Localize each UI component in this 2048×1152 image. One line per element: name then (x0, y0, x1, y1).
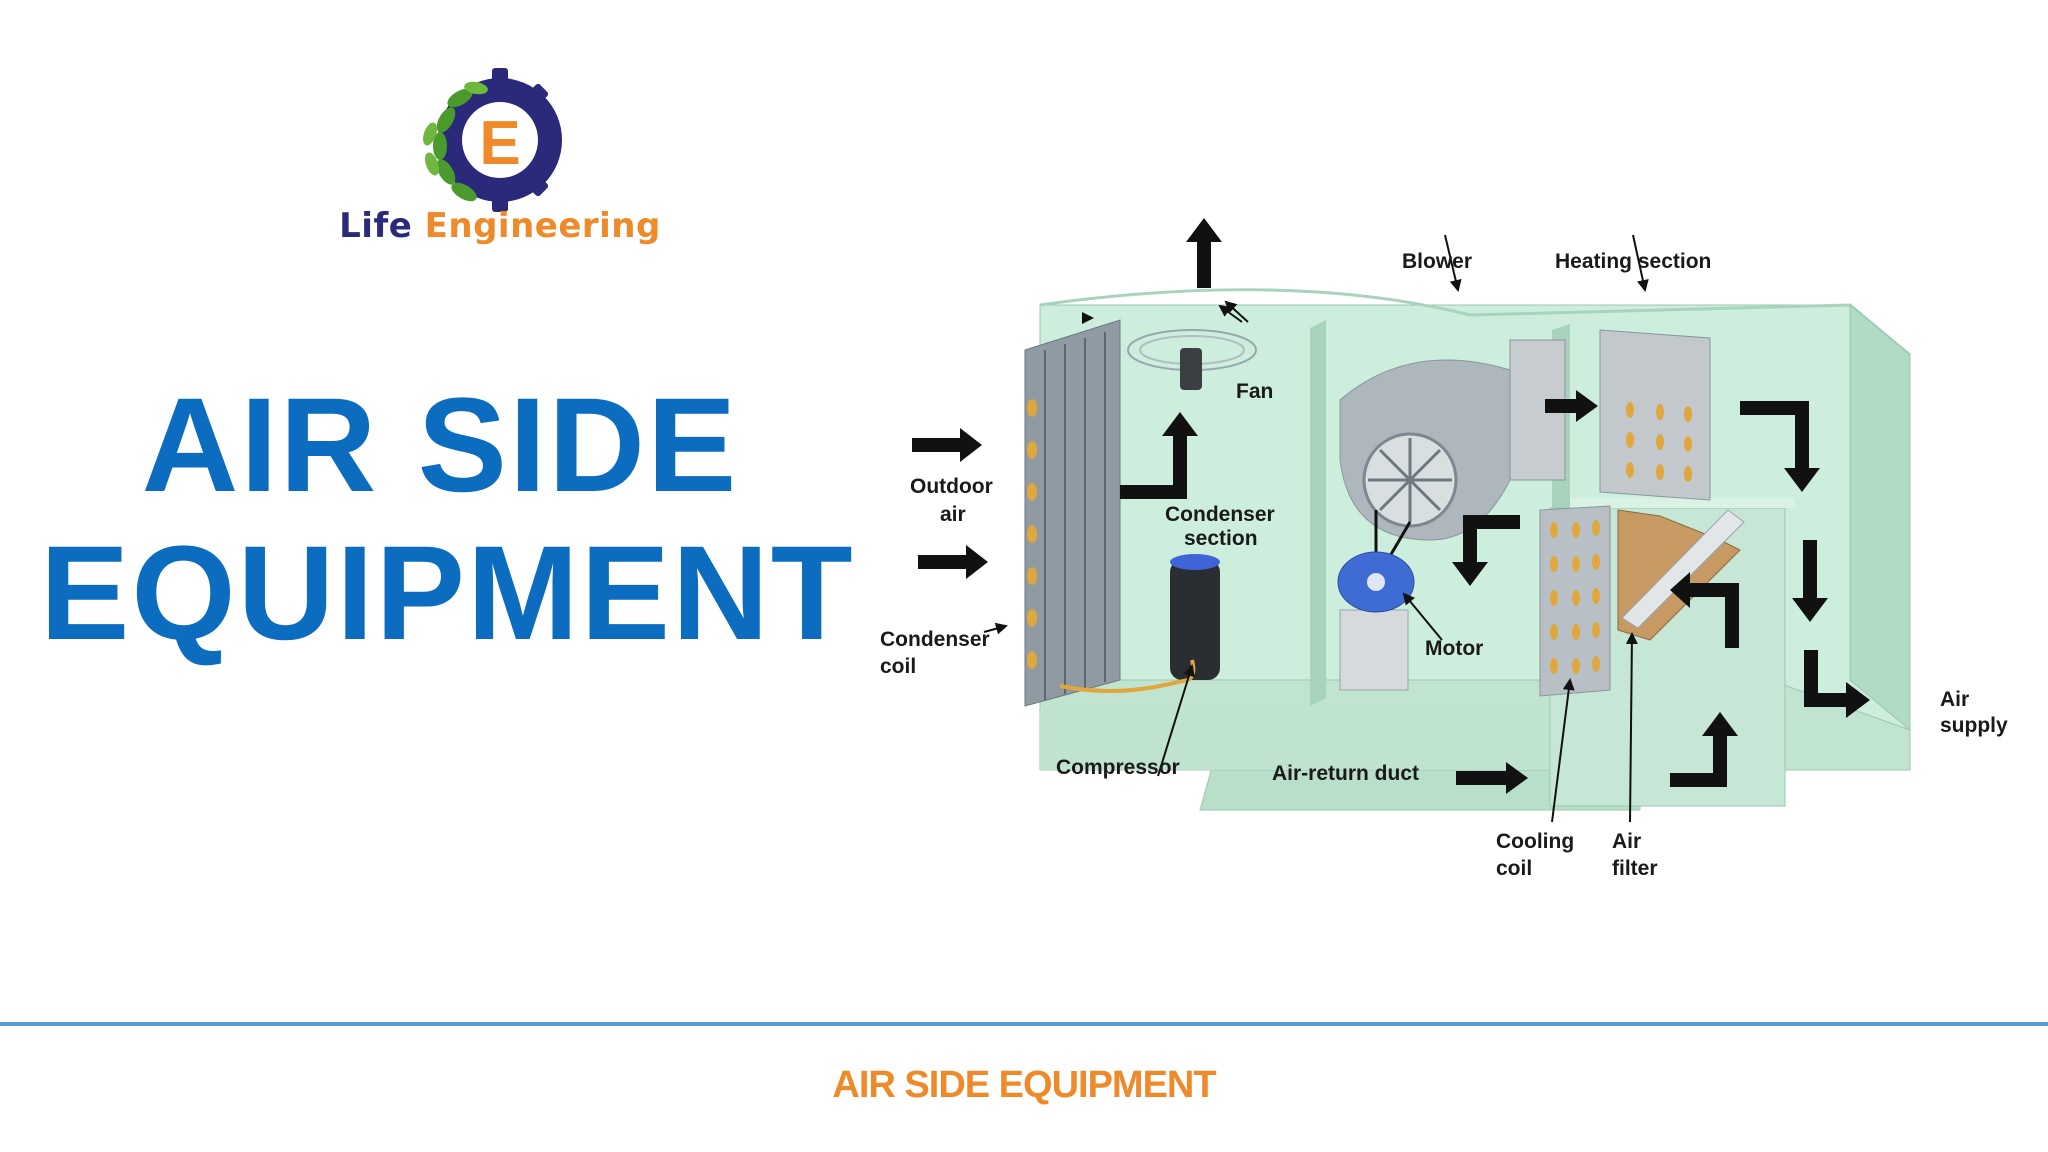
label-air-supply-line1: Air (1940, 688, 1969, 711)
rooftop-unit-illustration: Blower Heating section Fan Outdoor air C… (880, 218, 2008, 880)
label-blower: Blower (1402, 250, 1472, 273)
label-air-supply-line2: supply (1940, 714, 2008, 737)
label-outdoor-air-line1: Outdoor (910, 475, 993, 498)
label-condenser-section-line2: section (1184, 527, 1258, 550)
condenser-coil-shape (1024, 319, 1121, 707)
label-heating-section: Heating section (1555, 250, 1711, 273)
title-line-2: EQUIPMENT (40, 519, 855, 668)
title-line-1: AIR SIDE (141, 371, 739, 520)
partition-1 (1310, 320, 1326, 706)
footer-title: AIR SIDE EQUIPMENT (832, 1064, 1216, 1106)
compressor-shape (1170, 560, 1220, 680)
airflow-arrows (912, 240, 1850, 787)
label-condenser-coil-line1: Condenser (880, 628, 990, 651)
label-air-return-duct: Air-return duct (1272, 762, 1419, 785)
logo-word-life: Life (339, 206, 413, 246)
label-outdoor-air-line2: air (940, 503, 966, 526)
label-air-filter-line1: Air (1612, 830, 1641, 853)
label-cooling-coil-line1: Cooling (1496, 830, 1574, 853)
label-motor: Motor (1425, 637, 1483, 660)
page-title: AIR SIDE EQUIPMENT (40, 371, 855, 668)
label-condenser-coil-line2: coil (880, 655, 916, 678)
label-air-filter-line2: filter (1612, 857, 1658, 880)
heating-section-shape (1599, 329, 1711, 501)
logo-word-engineering: Engineering (424, 206, 661, 246)
logo-wordmark: Life Engineering (330, 206, 670, 246)
gear-leaf-logo-icon: E (423, 68, 563, 212)
label-fan: Fan (1236, 380, 1273, 403)
label-condenser-section-line1: Condenser (1165, 503, 1275, 526)
hvac-unit-diagram: Blower Heating section Fan Outdoor air C… (870, 210, 2040, 910)
life-engineering-logo: E Life Engineering (330, 68, 670, 258)
label-cooling-coil-line2: coil (1496, 857, 1532, 880)
footer-divider (0, 1022, 2048, 1026)
label-compressor: Compressor (1056, 756, 1180, 779)
svg-text:E: E (479, 109, 520, 178)
